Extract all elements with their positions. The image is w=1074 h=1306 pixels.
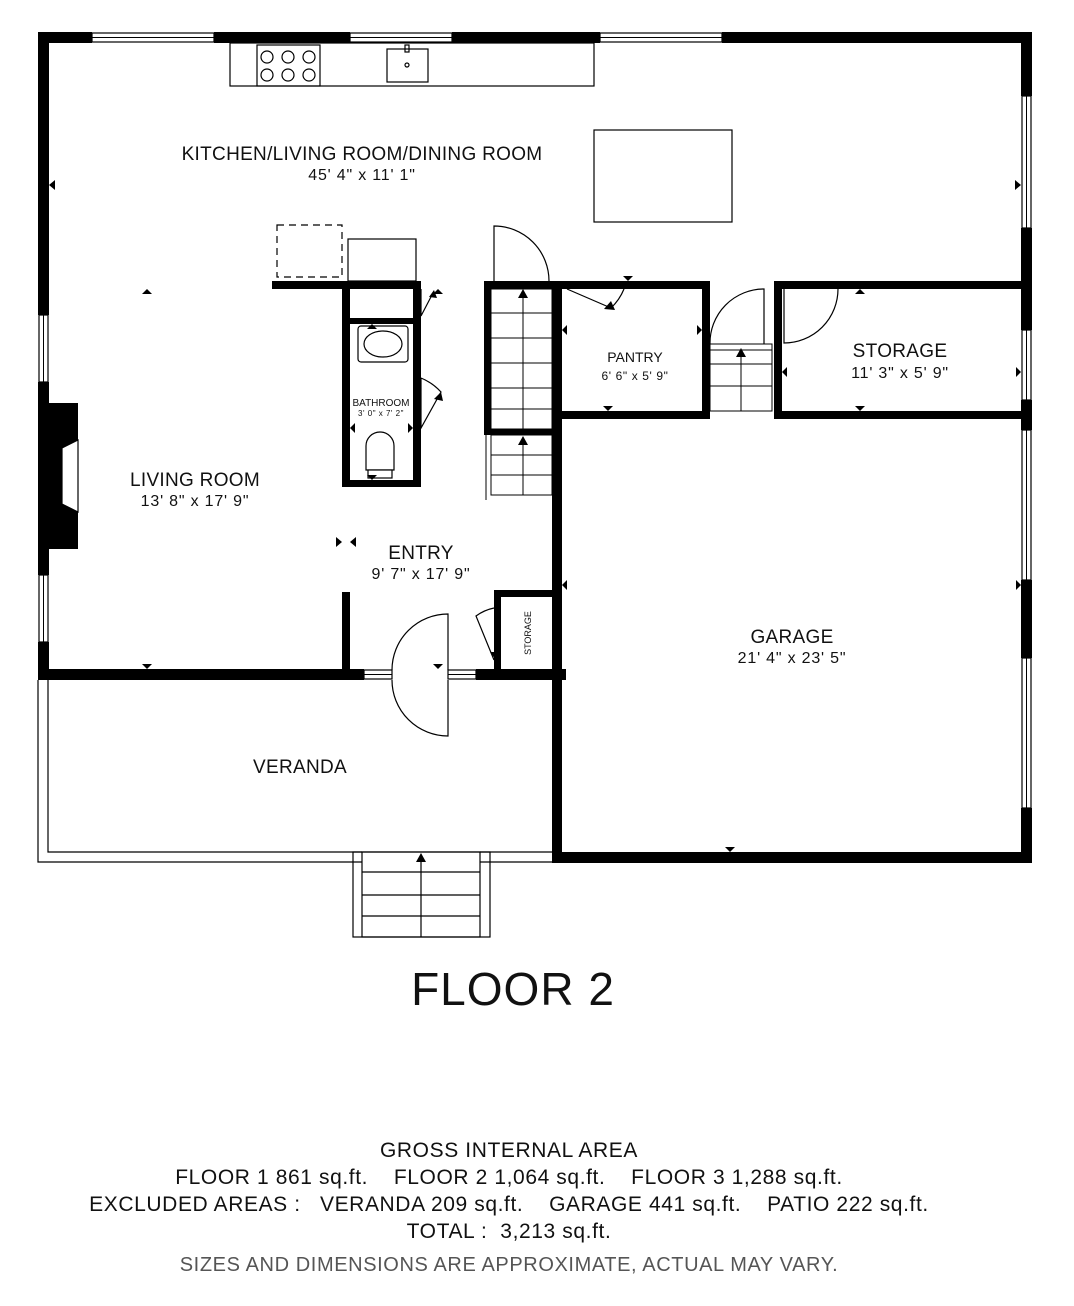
door-garage-stair — [709, 288, 765, 345]
wall-pantry-right — [702, 281, 710, 419]
room-dim-entry: 9' 7" x 17' 9" — [371, 566, 471, 583]
wall-storage-top — [774, 281, 1032, 289]
wall-top-mid2 — [452, 32, 600, 43]
wall-storage-left — [774, 281, 782, 419]
wall-right-4 — [1021, 580, 1032, 658]
wall-entry-left — [342, 592, 350, 680]
door-bath-top — [420, 289, 434, 317]
room-dim-kitchen: 45' 4" x 11' 1" — [308, 167, 416, 184]
wall-right-2 — [1021, 228, 1032, 330]
wall-bath-right — [413, 281, 421, 487]
area-floors: FLOOR 1 861 sq.ft. FLOOR 2 1,064 sq.ft. … — [175, 1166, 843, 1189]
kitchen-counter — [229, 42, 595, 87]
area-excluded: EXCLUDED AREAS : VERANDA 209 sq.ft. GARA… — [89, 1193, 929, 1216]
door-closet — [475, 607, 495, 661]
stove-icon — [256, 44, 321, 87]
wall-garage-bottom — [552, 852, 1032, 863]
room-dim-pantry: 6' 6" x 5' 9" — [601, 369, 669, 383]
kitchen-cabinet — [347, 238, 417, 282]
lower-stairs — [490, 434, 553, 496]
hatch-outline — [276, 224, 343, 278]
room-label-storage-closet: STORAGE — [523, 611, 533, 655]
room-dim-garage: 21' 4" x 23' 5" — [737, 650, 847, 667]
room-label-kitchen: KITCHEN/LIVING ROOM/DINING ROOM — [181, 144, 543, 165]
wall-stair-left — [484, 281, 491, 435]
room-label-storage: STORAGE — [852, 341, 948, 362]
wall-left-lower — [38, 642, 49, 680]
wall-top-right — [722, 32, 1032, 43]
floor-title: FLOOR 2 — [411, 963, 615, 1015]
wall-right-1 — [1021, 32, 1032, 96]
wall-pantry-top — [560, 281, 710, 289]
wall-storage-bottom — [774, 411, 1032, 419]
wall-garage-left — [552, 281, 562, 863]
room-label-veranda: VERANDA — [253, 757, 347, 778]
door-stair-top — [493, 225, 550, 282]
door-bathroom — [420, 377, 442, 431]
wall-bath-left — [342, 281, 350, 487]
room-label-pantry: PANTRY — [607, 349, 663, 365]
kitchen-island — [593, 129, 733, 223]
toilet-icon — [365, 431, 395, 471]
main-stairs — [490, 288, 553, 430]
sink-icon — [386, 48, 429, 83]
wall-right-5 — [1021, 808, 1032, 862]
wall-stair-top — [484, 281, 560, 289]
disclaimer-note: SIZES AND DIMENSIONS ARE APPROXIMATE, AC… — [179, 1254, 839, 1276]
wall-bath-bottom — [342, 480, 421, 487]
wall-closet-top — [494, 590, 560, 597]
wall-veranda-top-right — [476, 669, 566, 680]
wall-stair-bottom — [484, 429, 560, 435]
wall-left-upper — [38, 32, 49, 315]
room-label-living: LIVING ROOM — [130, 470, 260, 491]
area-heading: GROSS INTERNAL AREA — [379, 1139, 639, 1162]
door-pantry — [566, 288, 625, 309]
room-dim-living: 13' 8" x 17' 9" — [140, 493, 250, 510]
veranda-outline — [37, 680, 362, 863]
wall-bath-top — [342, 318, 421, 324]
wall-closet-left — [494, 590, 501, 680]
room-dim-bathroom: 3' 0" x 7' 2" — [358, 409, 404, 418]
room-dim-storage: 11' 3" x 5' 9" — [851, 365, 949, 382]
room-label-garage: GARAGE — [750, 627, 834, 648]
area-total: TOTAL : 3,213 sq.ft. — [406, 1220, 612, 1243]
door-storage — [783, 288, 839, 344]
floor-plan — [37, 32, 1032, 938]
wall-pantry-bottom — [556, 411, 708, 419]
wall-top-mid — [214, 32, 350, 43]
door-entry — [391, 613, 449, 737]
room-label-entry: ENTRY — [388, 543, 454, 564]
room-label-bathroom: BATHROOM — [352, 398, 410, 409]
wall-top-left — [38, 32, 92, 43]
fireplace-hearth — [61, 439, 79, 513]
veranda-inner — [47, 680, 362, 853]
wall-veranda-top-left — [38, 669, 364, 680]
